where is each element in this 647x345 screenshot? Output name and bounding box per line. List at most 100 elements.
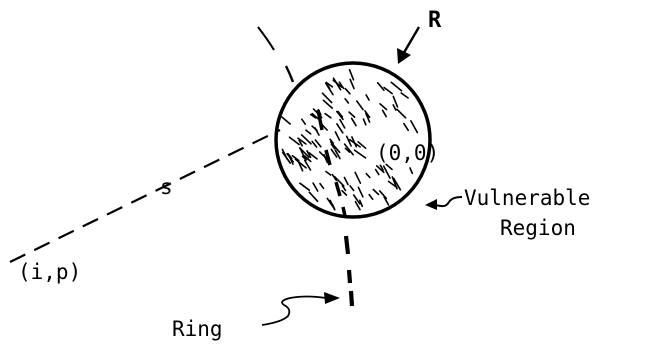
- hatch-stroke: [385, 163, 393, 171]
- hatch-stroke: [297, 137, 307, 145]
- hatch-stroke: [337, 110, 344, 118]
- hatch-stroke: [338, 81, 345, 90]
- hatch-stroke: [314, 139, 322, 148]
- hatch-stroke: [381, 109, 388, 118]
- hatch-stroke: [288, 136, 300, 146]
- radius-label: R: [428, 8, 442, 33]
- hatch-stroke: [349, 78, 355, 90]
- hatch-stroke: [374, 168, 380, 176]
- hatch-stroke: [299, 182, 311, 191]
- hatch-stroke: [335, 110, 344, 121]
- hatch-stroke: [309, 113, 317, 119]
- hatch-stroke: [294, 158, 307, 169]
- hatch-stroke: [410, 120, 419, 134]
- hatch-stroke: [409, 167, 414, 175]
- hatch-stroke: [375, 165, 385, 174]
- hatch-stroke: [354, 200, 361, 211]
- ring-label: Ring: [172, 317, 223, 341]
- hatch-stroke: [357, 141, 367, 149]
- hatch-stroke: [303, 155, 312, 163]
- region-label-line1: Vulnerable: [464, 186, 590, 210]
- hatch-stroke: [343, 143, 355, 156]
- hatch-stroke: [364, 110, 371, 119]
- ring-arc-below: [343, 235, 355, 307]
- hatch-stroke: [383, 196, 390, 206]
- hatch-stroke: [383, 86, 394, 95]
- hatch-stroke: [365, 112, 371, 123]
- hatch-stroke: [403, 122, 410, 132]
- hatch-stroke: [365, 172, 371, 179]
- hatch-stroke: [303, 159, 312, 171]
- hatch-stroke: [341, 184, 347, 192]
- hatch-stroke: [357, 186, 364, 198]
- hatch-stroke: [311, 140, 318, 148]
- hatch-stroke: [348, 138, 361, 148]
- hatch-stroke: [287, 152, 293, 160]
- hatch-stroke: [344, 87, 351, 95]
- hatch-stroke: [376, 81, 385, 91]
- hatch-stroke: [298, 147, 310, 158]
- hatch-stroke: [306, 150, 312, 159]
- hatch-stroke: [333, 175, 345, 187]
- hatch-stroke: [344, 98, 350, 104]
- hatch-stroke: [353, 149, 367, 159]
- hatch-stroke: [348, 111, 356, 118]
- hatch-stroke: [324, 112, 332, 119]
- hatch-stroke: [390, 81, 403, 92]
- ring-leader-arrowhead: [324, 292, 340, 304]
- hatch-stroke: [387, 180, 398, 189]
- hatch-stroke: [308, 152, 318, 160]
- hatch-stroke: [301, 155, 308, 161]
- ring-leader: [261, 295, 327, 326]
- hatch-stroke: [400, 92, 409, 99]
- point-label: (i,p): [18, 260, 81, 284]
- radius-arrow-shaft: [400, 26, 421, 57]
- hatch-stroke: [368, 193, 374, 201]
- hatch-stroke: [378, 190, 388, 200]
- hatch-stroke: [312, 182, 319, 192]
- hatch-stroke: [349, 185, 355, 192]
- hatch-stroke: [331, 204, 336, 211]
- distance-line: [9, 129, 281, 263]
- hatch-stroke: [300, 134, 312, 145]
- hatch-stroke: [352, 194, 361, 205]
- hatch-stroke: [336, 123, 344, 134]
- hatch-stroke: [372, 188, 380, 196]
- hatch-stroke: [330, 143, 336, 150]
- hatch-stroke: [339, 118, 346, 129]
- region-hatching: [281, 68, 419, 211]
- hatch-stroke: [281, 116, 292, 125]
- vulnerable-region-circle: [274, 61, 432, 219]
- hatch-stroke: [348, 68, 355, 81]
- hatch-stroke: [382, 165, 391, 179]
- hatch-stroke: [321, 92, 333, 104]
- radius-arrowhead: [397, 48, 411, 64]
- hatch-stroke: [334, 149, 341, 160]
- hatch-stroke: [322, 99, 334, 109]
- hatch-stroke: [355, 100, 364, 111]
- hatch-stroke: [329, 141, 341, 154]
- hatch-stroke: [354, 171, 362, 184]
- hatch-stroke: [334, 131, 341, 141]
- hatch-stroke: [298, 139, 304, 147]
- hatch-stroke: [300, 118, 307, 125]
- hatch-stroke: [358, 199, 364, 208]
- ring-arc-top: [257, 26, 275, 51]
- ring-arc-inside: [316, 109, 347, 217]
- hatch-stroke: [392, 104, 397, 111]
- hatch-stroke: [311, 112, 319, 120]
- hatch-stroke: [362, 118, 367, 126]
- hatch-stroke: [344, 147, 351, 153]
- hatch-stroke: [341, 189, 348, 196]
- hatch-stroke: [305, 129, 312, 135]
- hatch-stroke: [330, 148, 338, 158]
- hatch-stroke: [332, 77, 342, 91]
- hatch-stroke: [308, 191, 319, 203]
- distance-label: s: [160, 175, 173, 199]
- hatch-stroke: [392, 95, 399, 108]
- region-label-line2: Region: [500, 216, 576, 240]
- ring-arc-tick: [284, 65, 295, 83]
- hatch-stroke: [365, 94, 370, 101]
- hatch-stroke: [396, 108, 407, 119]
